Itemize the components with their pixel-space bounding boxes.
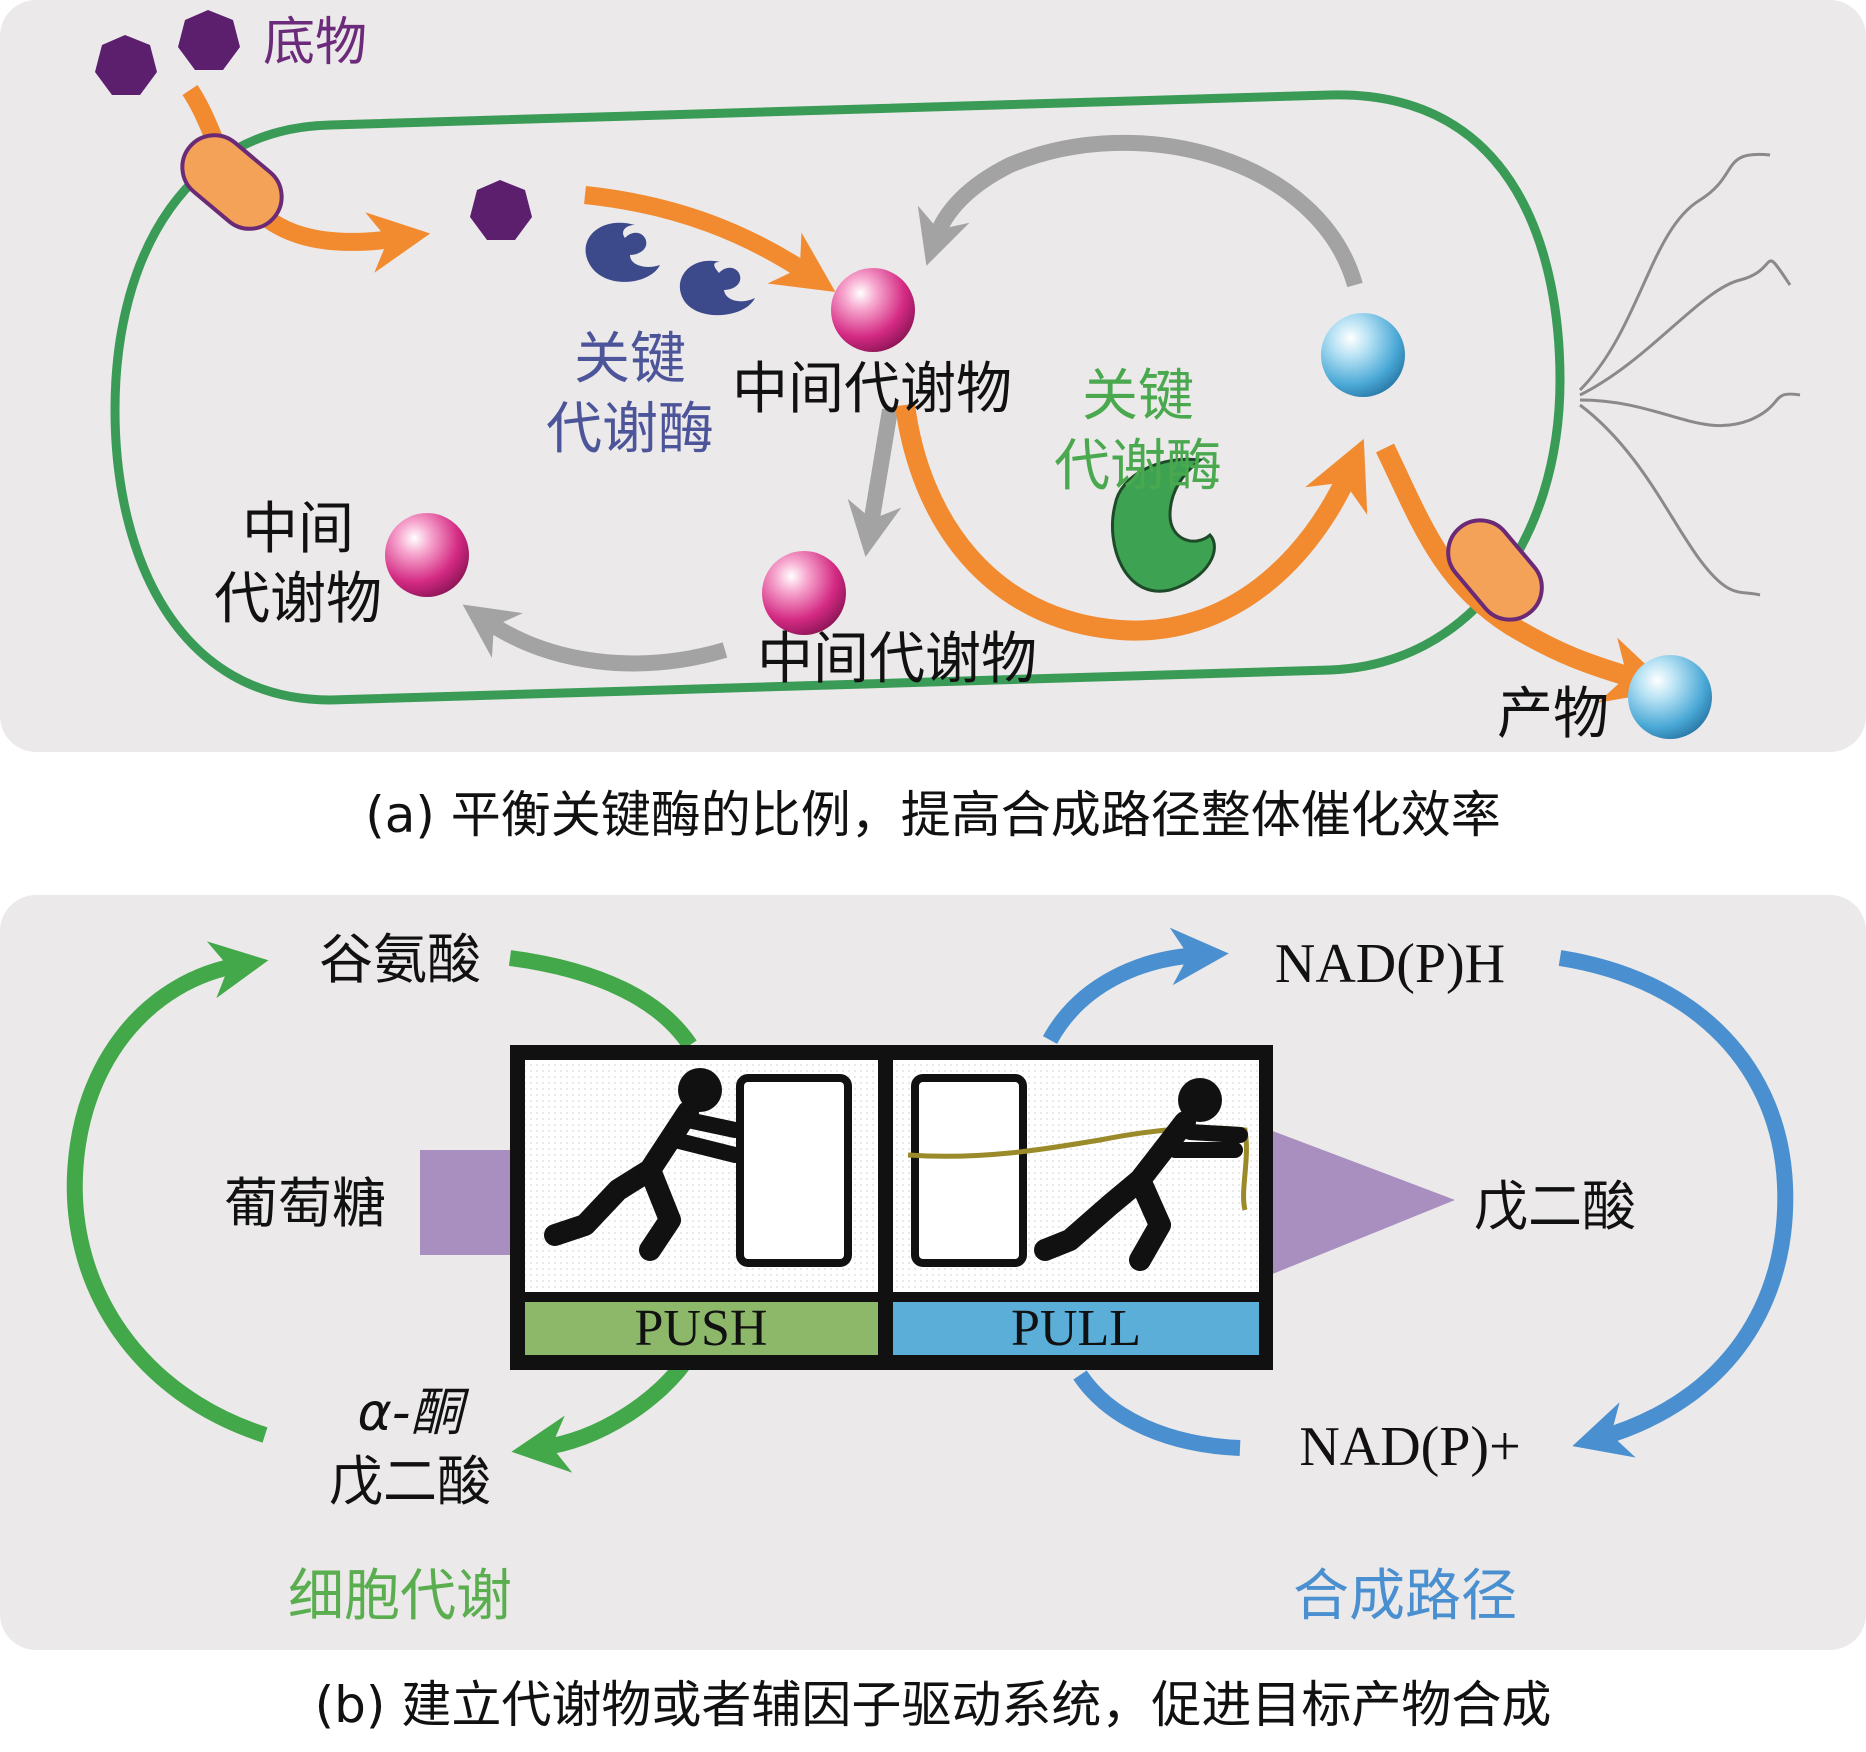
enzyme2-label-line2: 代谢酶: [1054, 434, 1222, 499]
intermediate-ball-left: [385, 513, 469, 597]
intermediate-bottom-label: 中间代谢物: [757, 627, 1037, 692]
glutamate-label: 谷氨酸: [319, 928, 481, 991]
intermediate-left-label-line1: 中间: [242, 497, 354, 562]
cell-metabolism-label: 细胞代谢: [288, 1564, 512, 1629]
akg-label-line1: α-酮: [357, 1383, 469, 1443]
enzyme1-label-line1: 关键: [574, 327, 686, 392]
enzyme2-label-line1: 关键: [1082, 364, 1194, 429]
synthesis-pathway-label: 合成路径: [1293, 1564, 1517, 1629]
blue-ball-right: [1321, 313, 1405, 397]
caption-a: (a) 平衡关键酶的比例，提高合成路径整体催化效率: [365, 786, 1501, 844]
push-label: PUSH: [635, 1300, 768, 1357]
glucose-flow-bar: [420, 1150, 515, 1255]
akg-label-line2: 戊二酸: [329, 1450, 491, 1513]
panel-a: 底物 关键 代谢酶 中间代谢物 关键 代谢酶 中间 代谢物 中间代谢物 产物: [0, 0, 1866, 752]
enzyme1-label-line2: 代谢酶: [546, 397, 714, 462]
product-ball: [1628, 655, 1712, 739]
product-label: 产物: [1497, 682, 1609, 747]
push-pull-box: PUSH PULL: [510, 1045, 1273, 1370]
glutarate-label: 戊二酸: [1474, 1175, 1636, 1238]
intermediate-left-label-line2: 代谢物: [214, 567, 382, 632]
glucose-label: 葡萄糖: [224, 1172, 386, 1235]
intermediate-ball-center: [831, 268, 915, 352]
caption-b: (b) 建立代谢物或者辅因子驱动系统，促进目标产物合成: [315, 1676, 1552, 1734]
nadp-label: NAD(P)+: [1299, 1416, 1520, 1478]
panel-b: PUSH PULL 谷氨酸 葡萄糖 α-酮 戊二酸 NAD(P)H NAD(P)…: [0, 895, 1866, 1650]
intermediate-center-label: 中间代谢物: [732, 357, 1012, 422]
intermediate-ball-bottom: [762, 551, 846, 635]
pull-label: PULL: [1011, 1300, 1141, 1357]
nadph-label: NAD(P)H: [1275, 933, 1505, 995]
substrate-label: 底物: [263, 13, 367, 73]
